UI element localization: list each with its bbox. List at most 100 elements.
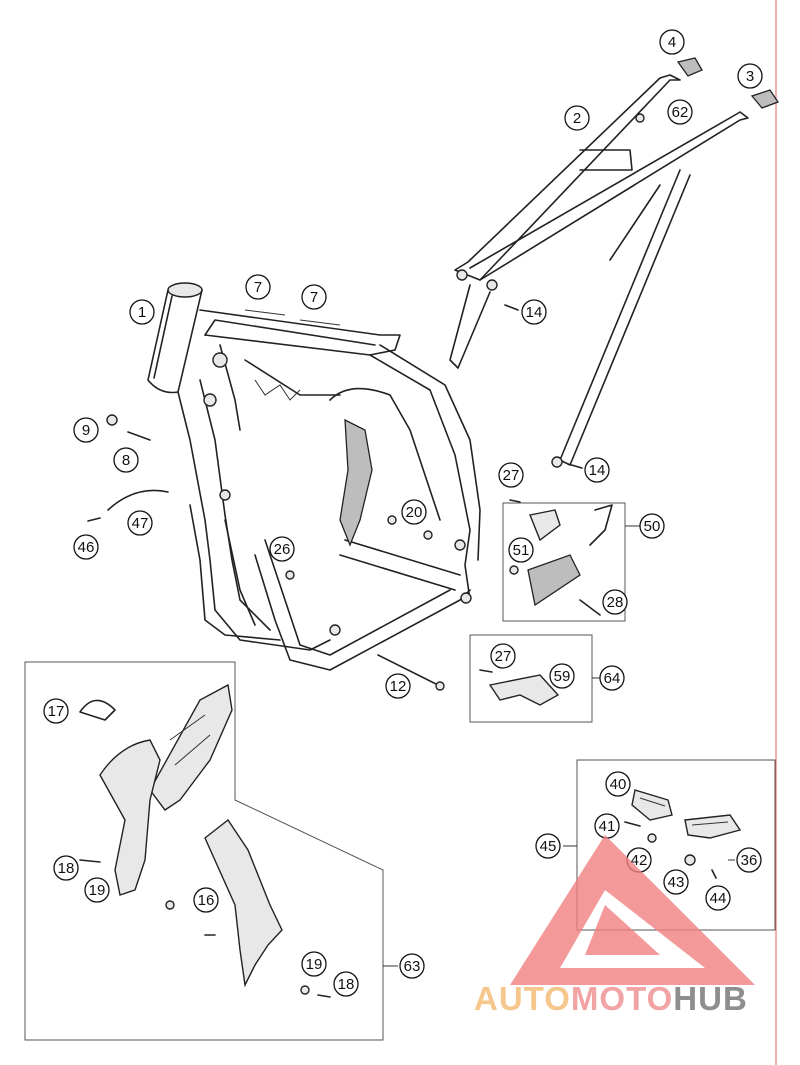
callout-number: 20 [406, 504, 423, 521]
callout-number: 46 [78, 539, 95, 556]
callout-circle [737, 63, 763, 89]
box-group-50 [502, 502, 626, 622]
callout-number: 8 [122, 452, 130, 469]
callout-circle [705, 885, 731, 911]
callout-7: 7 [301, 284, 327, 310]
callout-circle [113, 447, 139, 473]
callout-number: 27 [503, 467, 520, 484]
callout-circle [399, 953, 425, 979]
callout-circle [498, 462, 524, 488]
callout-36: 36 [736, 847, 762, 873]
callout-26: 26 [269, 536, 295, 562]
callout-12: 12 [385, 673, 411, 699]
callout-number: 14 [526, 304, 543, 321]
subframe-part [449, 74, 749, 468]
callout-circle [193, 887, 219, 913]
sleeve-part-4 [676, 57, 703, 77]
callout-circle [333, 971, 359, 997]
small-hardware [87, 113, 645, 691]
callout-number: 50 [644, 518, 661, 535]
callout-circle [129, 299, 155, 325]
callout-18: 18 [53, 855, 79, 881]
callout-number: 27 [495, 648, 512, 665]
callout-number: 64 [604, 670, 621, 687]
callout-number: 51 [513, 542, 530, 559]
callout-number: 7 [310, 289, 318, 306]
box-group-63 [24, 661, 384, 1041]
callout-64: 64 [599, 665, 625, 691]
callout-circle [269, 536, 295, 562]
callout-14: 14 [584, 457, 610, 483]
callout-51: 51 [508, 537, 534, 563]
callout-18: 18 [333, 971, 359, 997]
callout-3: 3 [737, 63, 763, 89]
callout-circle [659, 29, 685, 55]
callout-number: 7 [254, 279, 262, 296]
callout-circle [401, 499, 427, 525]
callout-number: 45 [540, 838, 557, 855]
callout-43: 43 [663, 869, 689, 895]
callout-circle [521, 299, 547, 325]
callout-number: 19 [89, 882, 106, 899]
callout-40: 40 [605, 771, 631, 797]
watermark-brand: AUTOMOTOHUB [474, 980, 794, 1030]
callout-circle [43, 698, 69, 724]
callout-circle [605, 771, 631, 797]
callout-circle [385, 673, 411, 699]
callout-circle [53, 855, 79, 881]
callout-8: 8 [113, 447, 139, 473]
callout-layer: 1234778912141416171818191920262727283640… [43, 29, 763, 997]
callout-circle [639, 513, 665, 539]
callout-45: 45 [535, 833, 561, 859]
callout-number: 62 [672, 104, 689, 121]
brand-part-moto: MOTO [570, 980, 674, 1017]
callout-circle [599, 665, 625, 691]
callout-number: 44 [710, 890, 727, 907]
brand-part-auto: AUTO [474, 980, 571, 1017]
callout-17: 17 [43, 698, 69, 724]
callout-circle [663, 869, 689, 895]
callout-number: 47 [132, 515, 149, 532]
footrest-parts [624, 789, 742, 879]
callout-number: 18 [58, 860, 75, 877]
callout-59: 59 [549, 663, 575, 689]
callout-number: 3 [746, 68, 754, 85]
callout-50: 50 [639, 513, 665, 539]
callout-circle [490, 643, 516, 669]
callout-number: 41 [599, 818, 616, 835]
callout-number: 42 [631, 852, 648, 869]
main-frame-part [147, 282, 481, 671]
callout-19: 19 [84, 877, 110, 903]
brand-part-hub: HUB [673, 980, 748, 1017]
sleeve-part-3 [750, 89, 779, 109]
callout-number: 63 [404, 958, 421, 975]
callout-number: 17 [48, 703, 65, 720]
chain-slider-part [479, 669, 560, 706]
callout-14: 14 [521, 299, 547, 325]
callout-number: 43 [668, 874, 685, 891]
callout-circle [564, 105, 590, 131]
callout-4: 4 [659, 29, 685, 55]
callout-circle [73, 417, 99, 443]
callout-number: 2 [573, 110, 581, 127]
callout-circle [127, 510, 153, 536]
callout-circle [84, 877, 110, 903]
callout-number: 4 [668, 34, 676, 51]
callout-number: 28 [607, 594, 624, 611]
callout-44: 44 [705, 885, 731, 911]
callout-number: 36 [741, 852, 758, 869]
callout-circle [73, 534, 99, 560]
callout-circle [508, 537, 534, 563]
callout-circle [549, 663, 575, 689]
callout-circle [245, 274, 271, 300]
callout-circle [301, 284, 327, 310]
callout-circle [584, 457, 610, 483]
callout-number: 14 [589, 462, 606, 479]
callout-27: 27 [498, 462, 524, 488]
watermark-logo [510, 835, 755, 985]
leader-lines [383, 525, 735, 967]
callout-number: 1 [138, 304, 146, 321]
callout-circle [667, 99, 693, 125]
callout-number: 40 [610, 776, 627, 793]
callout-circle [736, 847, 762, 873]
